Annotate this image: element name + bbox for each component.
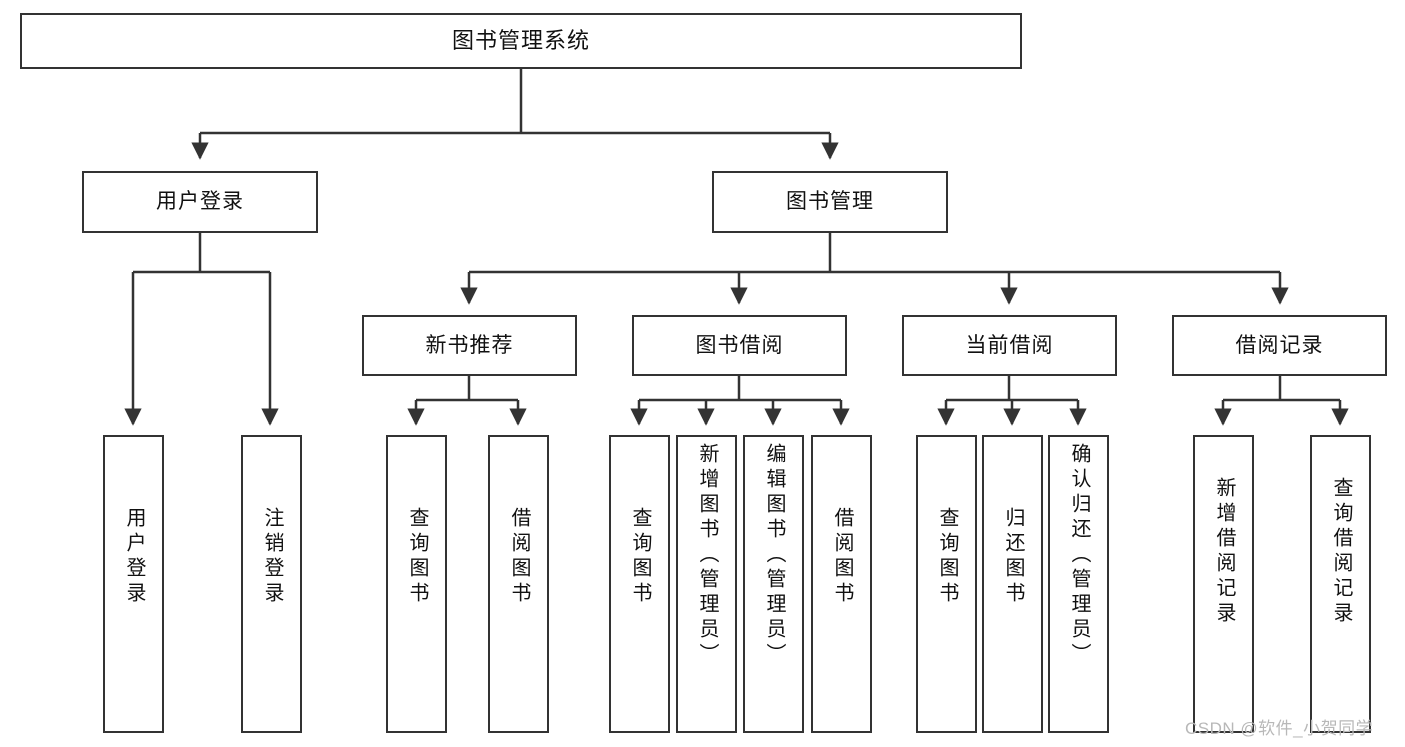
leaf-borrow-book-recommend[interactable]: 借阅图书	[488, 435, 549, 733]
leaf-label: 注销登录	[261, 507, 283, 607]
leaf-label: 查询图书	[936, 507, 958, 607]
node-book-borrowing[interactable]: 图书借阅	[632, 315, 847, 376]
leaf-query-book-borrow[interactable]: 查询图书	[609, 435, 670, 733]
leaf-borrow-book[interactable]: 借阅图书	[811, 435, 872, 733]
leaf-query-book-current[interactable]: 查询图书	[916, 435, 977, 733]
leaf-label: 查询图书	[406, 507, 428, 607]
watermark-text: CSDN @软件_小贺同学	[1185, 719, 1374, 738]
leaf-label: 借阅图书	[831, 507, 853, 607]
leaf-user-login[interactable]: 用户登录	[103, 435, 164, 733]
leaf-add-borrow-record[interactable]: 新增借阅记录	[1193, 435, 1254, 733]
leaf-label: 新增图书（管理员）	[696, 443, 718, 668]
leaf-return-book[interactable]: 归还图书	[982, 435, 1043, 733]
leaf-label: 借阅图书	[508, 507, 530, 607]
node-label: 图书管理系统	[451, 27, 590, 53]
node-label: 借阅记录	[1235, 333, 1324, 357]
leaf-label: 编辑图书（管理员）	[763, 443, 785, 668]
node-borrowing-record[interactable]: 借阅记录	[1172, 315, 1387, 376]
leaf-query-book-recommend[interactable]: 查询图书	[386, 435, 447, 733]
node-label: 新书推荐	[425, 333, 514, 357]
leaf-label: 确认归还（管理员）	[1068, 443, 1090, 668]
node-label: 当前借阅	[965, 333, 1054, 357]
node-root-book-management-system[interactable]: 图书管理系统	[20, 13, 1022, 69]
node-label: 用户登录	[156, 190, 244, 214]
leaf-confirm-return-admin[interactable]: 确认归还（管理员）	[1048, 435, 1109, 733]
leaf-label: 查询借阅记录	[1330, 477, 1352, 627]
leaf-label: 归还图书	[1002, 507, 1024, 607]
node-current-borrowing[interactable]: 当前借阅	[902, 315, 1117, 376]
leaf-label: 查询图书	[629, 507, 651, 607]
node-label: 图书管理	[786, 190, 874, 214]
leaf-logout[interactable]: 注销登录	[241, 435, 302, 733]
leaf-query-borrow-record[interactable]: 查询借阅记录	[1310, 435, 1371, 733]
leaf-label: 用户登录	[123, 507, 145, 607]
node-book-management[interactable]: 图书管理	[712, 171, 948, 233]
node-user-login[interactable]: 用户登录	[82, 171, 318, 233]
node-new-book-recommendation[interactable]: 新书推荐	[362, 315, 577, 376]
leaf-edit-book-admin[interactable]: 编辑图书（管理员）	[743, 435, 804, 733]
node-label: 图书借阅	[695, 333, 784, 357]
leaf-add-book-admin[interactable]: 新增图书（管理员）	[676, 435, 737, 733]
leaf-label: 新增借阅记录	[1213, 477, 1235, 627]
